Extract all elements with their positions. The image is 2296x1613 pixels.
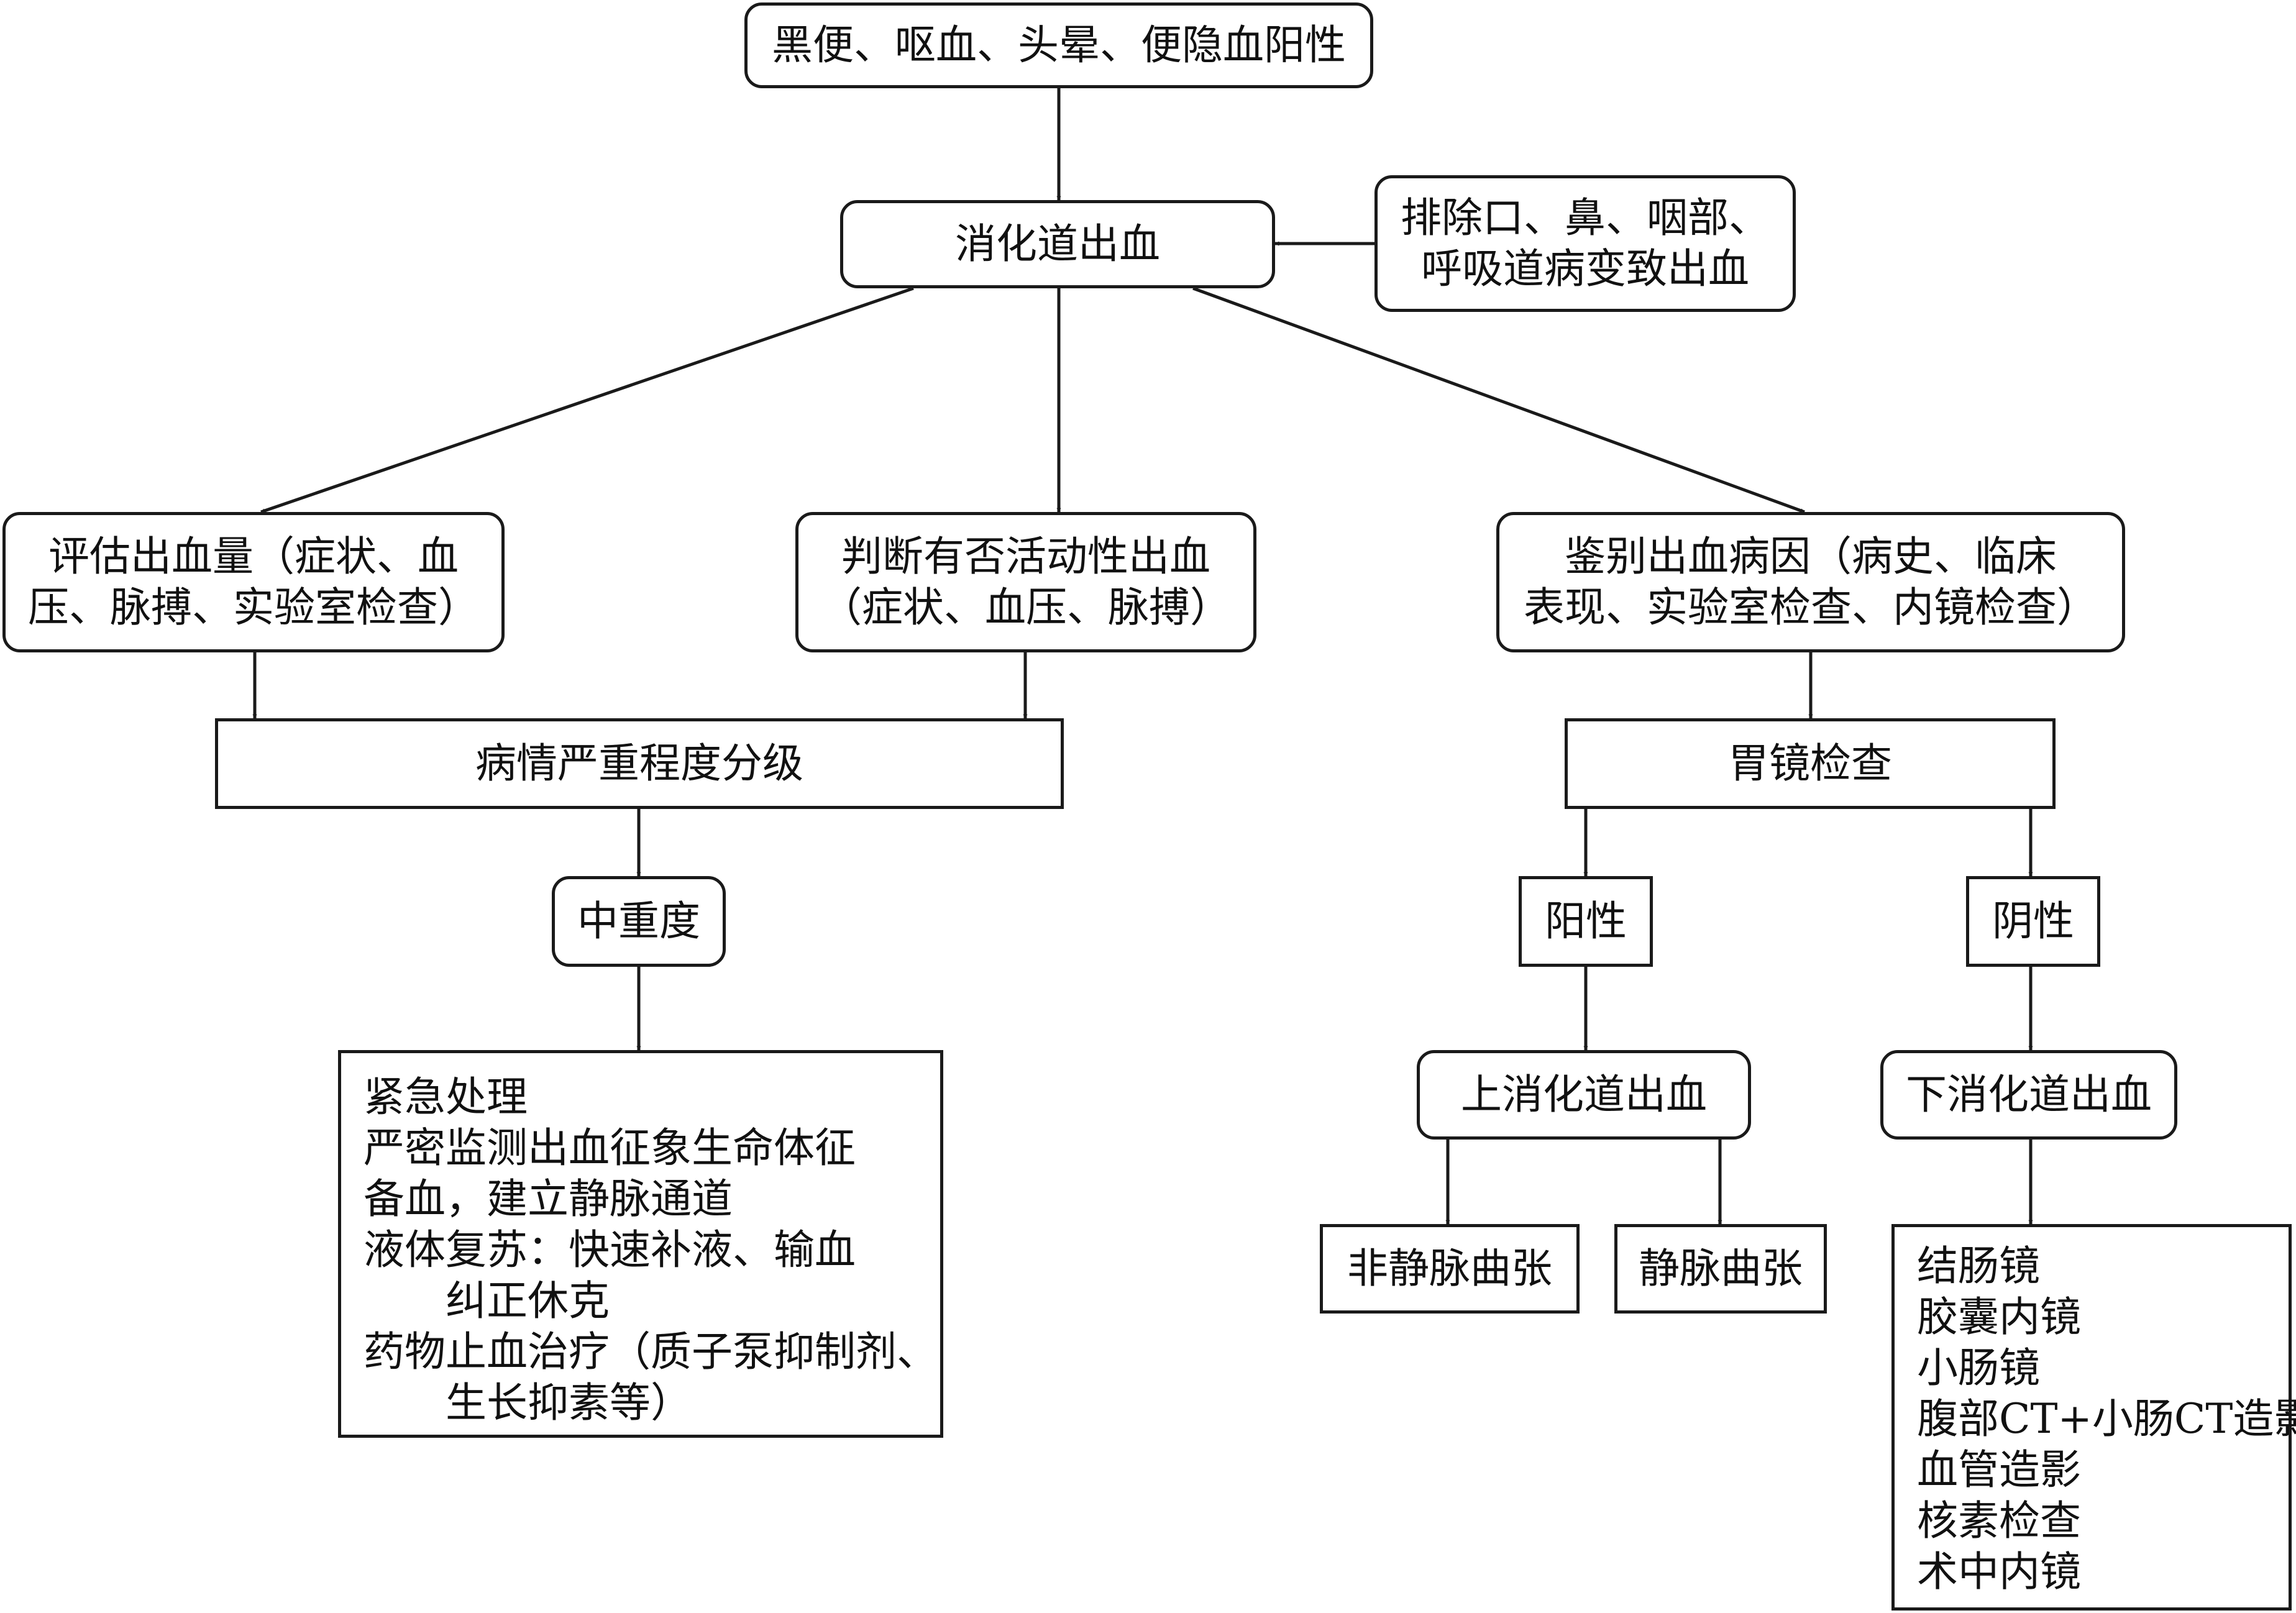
node-identify-cause: 鉴别出血病因（病史、临床 表现、实验室检查、内镜检查）	[1496, 512, 2125, 652]
node-assess-volume: 评估出血量（症状、血 压、脉搏、实验室检查）	[2, 512, 505, 652]
node-symptoms: 黑便、呕血、头晕、便隐血阳性	[744, 2, 1373, 88]
exam-line-6: 核素检查	[1917, 1497, 2081, 1545]
exam-line-2: 胶囊内镜	[1917, 1293, 2081, 1341]
node-emergency-treatment: 紧急处理 严密监测出血征象生命体征 备血，建立静脉通道 液体复苏：快速补液、输血…	[338, 1050, 943, 1438]
node-active-line-2: （症状、血压、脉搏）	[821, 583, 1231, 631]
node-lower-gi-bleeding: 下消化道出血	[1880, 1050, 2177, 1140]
exam-line-1: 结肠镜	[1917, 1242, 2040, 1290]
emergency-line-4: 液体复苏：快速补液、输血	[364, 1226, 856, 1274]
exam-line-5: 血管造影	[1917, 1446, 2081, 1494]
node-severity-label: 病情严重程度分级	[475, 739, 803, 787]
node-exclude-line-1: 排除口、鼻、咽部、	[1401, 194, 1770, 242]
emergency-line-6: 药物止血治疗（质子泵抑制剂、	[364, 1328, 938, 1376]
node-assess-line-1: 评估出血量（症状、血	[48, 532, 459, 580]
node-non-varices-label: 非静脉曲张	[1347, 1245, 1552, 1292]
node-upper-gi-label: 上消化道出血	[1461, 1071, 1707, 1118]
node-gastroscopy-label: 胃镜检查	[1728, 739, 1892, 787]
node-lower-gi-label: 下消化道出血	[1906, 1071, 2152, 1118]
emergency-line-2: 严密监测出血征象生命体征	[364, 1124, 856, 1172]
arrow-gi-to-assess	[260, 286, 914, 514]
emergency-line-7: 生长抑素等）	[446, 1379, 692, 1427]
node-assess-line-2: 压、脉搏、实验室检查）	[28, 583, 479, 631]
node-gi-bleeding: 消化道出血	[840, 200, 1275, 288]
node-negative: 阴性	[1966, 876, 2100, 967]
node-positive-label: 阳性	[1545, 897, 1627, 945]
node-non-varices: 非静脉曲张	[1320, 1224, 1580, 1314]
node-lower-gi-exams: 结肠镜 胶囊内镜 小肠镜 腹部CT+小肠CT造影 血管造影 核素检查 术中内镜	[1891, 1224, 2296, 1611]
node-cause-line-2: 表现、实验室检查、内镜检查）	[1524, 583, 2098, 631]
node-varices: 静脉曲张	[1614, 1224, 1827, 1314]
node-cause-line-1: 鉴别出血病因（病史、临床	[1565, 532, 2057, 580]
emergency-line-1: 紧急处理	[364, 1073, 528, 1121]
node-symptoms-label: 黑便、呕血、头晕、便隐血阳性	[772, 21, 1346, 69]
node-gi-bleeding-label: 消化道出血	[955, 220, 1160, 268]
emergency-line-3: 备血，建立静脉通道	[364, 1175, 733, 1223]
node-active-bleeding: 判断有否活动性出血 （症状、血压、脉搏）	[795, 512, 1256, 652]
node-severity-grading: 病情严重程度分级	[215, 718, 1064, 809]
emergency-line-5: 纠正休克	[446, 1277, 610, 1325]
node-negative-label: 阴性	[1992, 897, 2074, 945]
exam-line-3: 小肠镜	[1917, 1344, 2040, 1392]
node-active-line-1: 判断有否活动性出血	[841, 532, 1210, 580]
node-exclude-line-2: 呼吸道病变致出血	[1421, 245, 1749, 293]
node-upper-gi-bleeding: 上消化道出血	[1417, 1050, 1751, 1140]
exam-line-7: 术中内镜	[1917, 1548, 2081, 1596]
node-moderate-severe: 中重度	[552, 876, 726, 967]
exam-line-4: 腹部CT+小肠CT造影	[1917, 1395, 2296, 1443]
node-exclude-other-bleeding: 排除口、鼻、咽部、 呼吸道病变致出血	[1374, 175, 1796, 312]
node-positive: 阳性	[1519, 876, 1653, 967]
node-moderate-label: 中重度	[577, 897, 700, 945]
node-varices-label: 静脉曲张	[1639, 1245, 1803, 1292]
arrow-gi-to-cause	[1192, 286, 1805, 514]
node-gastroscopy: 胃镜检查	[1565, 718, 2056, 809]
